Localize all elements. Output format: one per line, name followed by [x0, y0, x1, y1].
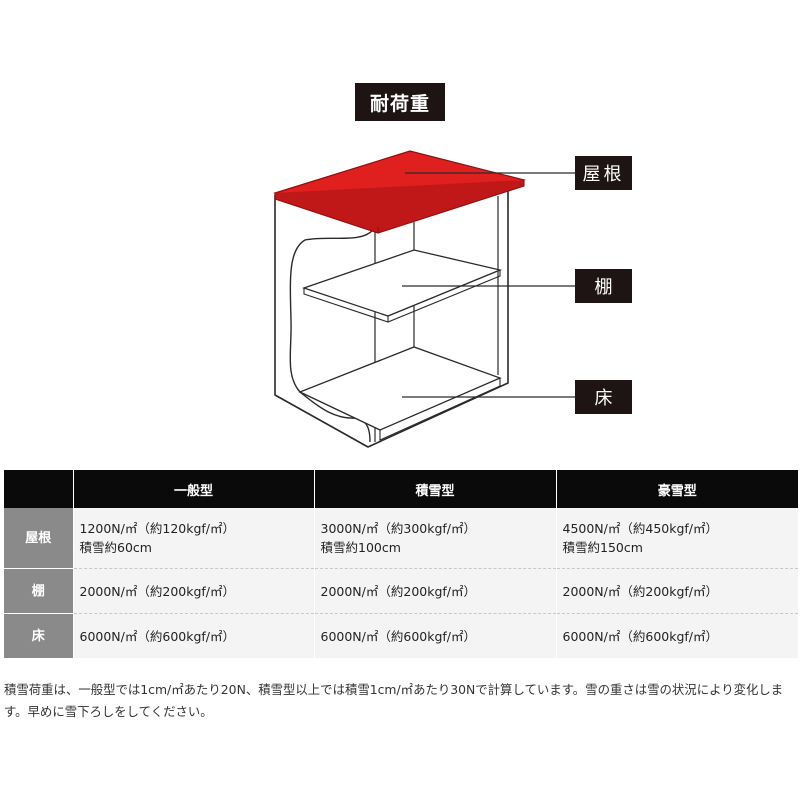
table-cell: 2000N/㎡（約200kgf/㎡）: [313, 568, 556, 614]
row-header-roof: 屋根: [4, 508, 73, 569]
row-header-floor: 床: [4, 613, 73, 658]
table-cell: 2000N/㎡（約200kgf/㎡）: [555, 568, 798, 614]
column-header-heavy-snow: 豪雪型: [555, 470, 798, 508]
floor-label: 床: [575, 380, 632, 414]
table-cell: 1200N/㎡（約120kgf/㎡）積雪約60cm: [72, 508, 314, 569]
table-row: 棚 2000N/㎡（約200kgf/㎡） 2000N/㎡（約200kgf/㎡） …: [4, 568, 798, 614]
table-cell: 6000N/㎡（約600kgf/㎡）: [555, 613, 798, 658]
table-cell: 6000N/㎡（約600kgf/㎡）: [72, 613, 314, 658]
table-header-row: 一般型 積雪型 豪雪型: [4, 470, 798, 508]
column-header-snow: 積雪型: [313, 470, 556, 508]
load-capacity-table: 一般型 積雪型 豪雪型 屋根 1200N/㎡（約120kgf/㎡）積雪約60cm…: [4, 470, 798, 658]
table-cell: 3000N/㎡（約300kgf/㎡）積雪約100cm: [313, 508, 556, 569]
table-cell: 6000N/㎡（約600kgf/㎡）: [313, 613, 556, 658]
table-cell: 2000N/㎡（約200kgf/㎡）: [72, 568, 314, 614]
storage-diagram: [273, 150, 575, 448]
row-header-shelf: 棚: [4, 568, 73, 614]
roof-edge: [274, 180, 525, 234]
snow-load-note: 積雪荷重は、一般型では1cm/㎡あたり20N、積雪型以上では積雪1cm/㎡あたり…: [4, 682, 784, 719]
shelf-label: 棚: [575, 269, 632, 303]
table-row: 屋根 1200N/㎡（約120kgf/㎡）積雪約60cm 3000N/㎡（約30…: [4, 508, 798, 569]
table-header-corner: [4, 470, 73, 508]
table-cell: 4500N/㎡（約450kgf/㎡）積雪約150cm: [555, 508, 798, 569]
roof-label: 屋根: [575, 156, 632, 190]
column-header-standard: 一般型: [72, 470, 314, 508]
page-title: 耐荷重: [355, 83, 445, 121]
table-row: 床 6000N/㎡（約600kgf/㎡） 6000N/㎡（約600kgf/㎡） …: [4, 613, 798, 658]
